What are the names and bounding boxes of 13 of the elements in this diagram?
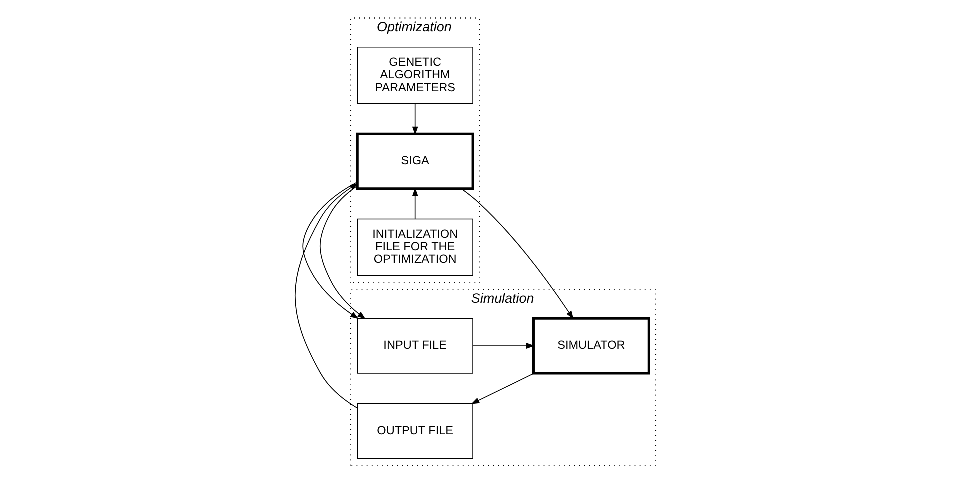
node-box: INPUT FILE — [357, 318, 474, 374]
node-box: INITIALIZATION FILE FOR THE OPTIMIZATION — [357, 218, 474, 276]
arrow — [461, 188, 574, 320]
arrow — [412, 103, 418, 136]
node-box: GENETIC ALGORITHM PARAMETERS — [357, 46, 474, 104]
node-box: OUTPUT FILE — [357, 403, 474, 459]
node-box: SIGA — [356, 132, 474, 190]
node-box: SIMULATOR — [532, 317, 650, 375]
arrow — [302, 182, 366, 320]
arrow — [471, 373, 535, 404]
arrow — [412, 188, 418, 220]
arrow — [472, 343, 535, 350]
arrow — [294, 183, 359, 409]
